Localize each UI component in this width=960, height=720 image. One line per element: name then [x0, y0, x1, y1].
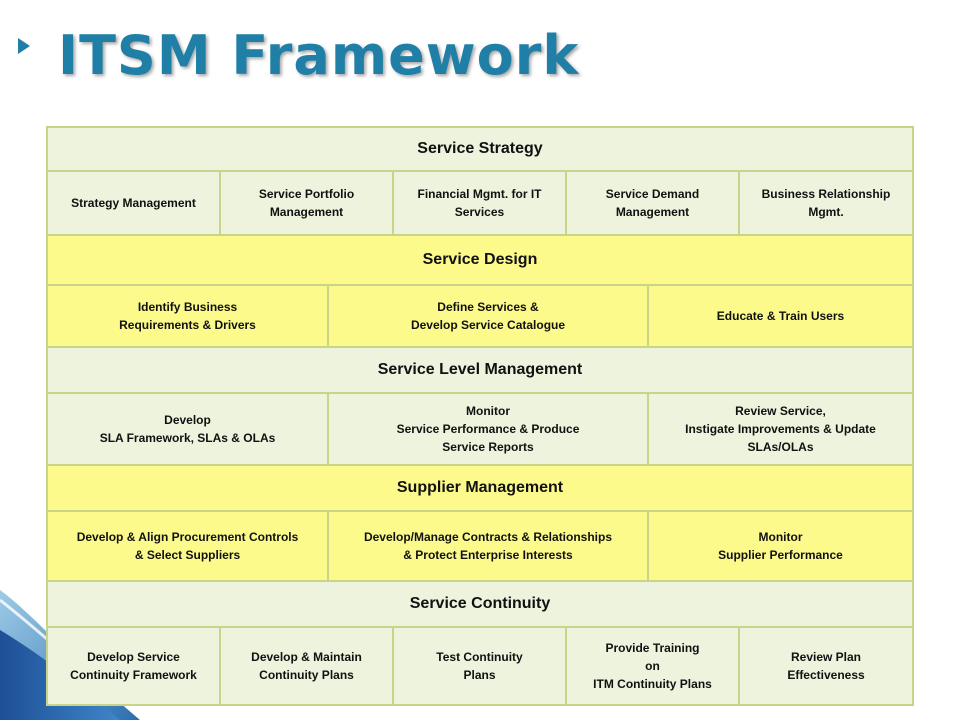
process-cell: Develop & Maintain Continuity Plans	[221, 628, 394, 704]
process-cell-text: ITM Continuity Plans	[593, 677, 712, 691]
process-cell: Strategy Management	[48, 172, 221, 234]
process-cell-text: Strategy Management	[71, 196, 196, 210]
title-bullet-icon	[18, 38, 30, 54]
process-cell-text: Instigate Improvements & Update	[685, 422, 876, 436]
section-title: Service Continuity	[409, 595, 551, 612]
process-cell: Develop & Align Procurement Controls & S…	[48, 512, 329, 580]
process-cell-text: Continuity Framework	[70, 668, 197, 682]
section-header-service-level-management: Service Level Management	[48, 348, 912, 394]
process-cell-text: Develop Service	[87, 650, 180, 664]
process-cell: Monitor Service Performance & Produce Se…	[329, 394, 649, 464]
process-cell-text: & Protect Enterprise Interests	[403, 548, 573, 562]
process-cell: Develop SLA Framework, SLAs & OLAs	[48, 394, 329, 464]
process-cell: Develop/Manage Contracts & Relationships…	[329, 512, 649, 580]
process-cell: Identify Business Requirements & Drivers	[48, 286, 329, 346]
process-cell: Review Plan Effectiveness	[740, 628, 912, 704]
process-cell-text: Develop	[164, 413, 211, 427]
process-cell-text: Plans	[463, 668, 496, 682]
process-cell-text: Monitor	[466, 404, 510, 418]
process-cell-text: on	[645, 659, 660, 673]
process-cell-text: Business Relationship	[761, 187, 891, 201]
section-header-supplier-management: Supplier Management	[48, 466, 912, 512]
process-cell-text: Monitor	[758, 530, 803, 544]
process-cell-text: Identify Business	[137, 300, 238, 314]
process-cell: Review Service, Instigate Improvements &…	[649, 394, 912, 464]
process-cell-text: SLAs/OLAs	[747, 440, 814, 454]
process-cell-text: Test Continuity	[436, 650, 523, 664]
process-cell-text: Develop Service Catalogue	[410, 318, 566, 332]
process-cell-text: & Select Suppliers	[134, 548, 241, 562]
process-cell-text: Provide Training	[605, 641, 700, 655]
section-title: Service Design	[422, 251, 538, 268]
process-cell: Monitor Supplier Performance	[649, 512, 912, 580]
process-cell-text: Develop/Manage Contracts & Relationships	[363, 530, 613, 544]
process-cell: Service Portfolio Management	[221, 172, 394, 234]
process-cell: Business Relationship Mgmt.	[740, 172, 912, 234]
process-cell-text: Service Reports	[442, 440, 534, 454]
section-title: Service Level Management	[377, 361, 583, 378]
process-cell-text: Management	[269, 205, 344, 219]
process-cell: Educate & Train Users	[649, 286, 912, 346]
process-cell-text: Requirements & Drivers	[119, 318, 256, 332]
section-header-service-design: Service Design	[48, 236, 912, 286]
process-cell-text: Develop & Maintain	[251, 650, 362, 664]
section-title: Supplier Management	[396, 479, 564, 496]
section-row-service-continuity: Develop Service Continuity Framework Dev…	[48, 628, 912, 704]
process-cell-text: Review Plan	[790, 650, 862, 664]
process-cell-text: Service Demand	[605, 187, 700, 201]
process-cell-text: Mgmt.	[808, 205, 844, 219]
section-row-service-level-management: Develop SLA Framework, SLAs & OLAs Monit…	[48, 394, 912, 466]
process-cell: Service Demand Management	[567, 172, 740, 234]
section-title: Service Strategy	[417, 140, 543, 157]
process-cell: Test Continuity Plans	[394, 628, 567, 704]
section-row-service-strategy: Strategy Management Service Portfolio Ma…	[48, 172, 912, 236]
process-cell-text: Educate & Train Users	[716, 309, 845, 323]
process-cell-text: Review Service,	[735, 404, 826, 418]
process-cell-text: Financial Mgmt. for IT	[417, 187, 542, 201]
process-cell: Define Services & Develop Service Catalo…	[329, 286, 649, 346]
itsm-framework-table: Service Strategy Strategy Management Ser…	[46, 126, 914, 706]
section-header-service-continuity: Service Continuity	[48, 582, 912, 628]
process-cell-text: Define Services &	[437, 300, 539, 314]
process-cell-text: Management	[615, 205, 690, 219]
process-cell: Provide Training on ITM Continuity Plans	[567, 628, 740, 704]
process-cell-text: Service Portfolio	[258, 187, 355, 201]
process-cell-text: Service Performance & Produce	[396, 422, 580, 436]
process-cell-text: Supplier Performance	[718, 548, 843, 562]
process-cell-text: SLA Framework, SLAs & OLAs	[99, 431, 276, 445]
section-header-service-strategy: Service Strategy	[48, 128, 912, 172]
section-row-supplier-management: Develop & Align Procurement Controls & S…	[48, 512, 912, 582]
process-cell-text: Services	[454, 205, 505, 219]
process-cell-text: Effectiveness	[787, 668, 865, 682]
section-row-service-design: Identify Business Requirements & Drivers…	[48, 286, 912, 348]
process-cell: Develop Service Continuity Framework	[48, 628, 221, 704]
slide-title: ITSM Framework	[58, 24, 580, 87]
process-cell-text: Develop & Align Procurement Controls	[76, 530, 299, 544]
process-cell: Financial Mgmt. for IT Services	[394, 172, 567, 234]
process-cell-text: Continuity Plans	[259, 668, 354, 682]
